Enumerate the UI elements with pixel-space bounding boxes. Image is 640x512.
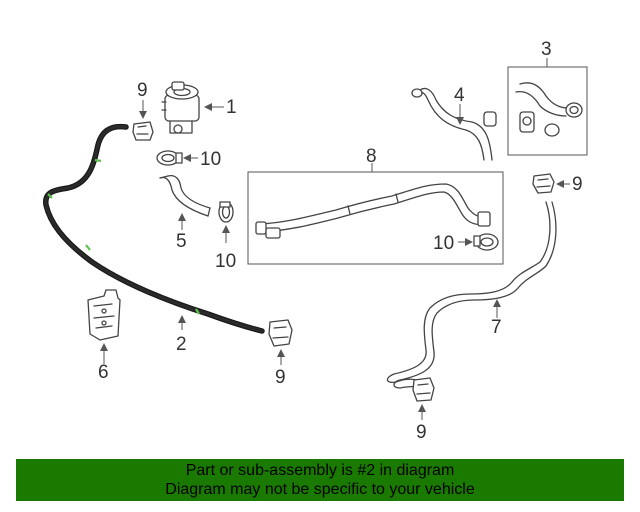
footer-banner: Part or sub-assembly is #2 in diagram Di… — [16, 459, 624, 501]
part-1-pump[interactable] — [161, 81, 200, 134]
callout-10-a: 10 — [200, 149, 221, 170]
callout-9-d: 9 — [416, 422, 427, 443]
part-10-clamp-b[interactable] — [218, 201, 234, 223]
part-10-clamp-a[interactable] — [156, 150, 183, 166]
part-7-tube[interactable] — [386, 201, 557, 391]
part-4-hose[interactable] — [411, 87, 497, 161]
part-6-bracket[interactable] — [87, 289, 121, 341]
callout-5: 5 — [176, 231, 187, 252]
callout-10-b: 10 — [215, 251, 236, 272]
part-8-box — [247, 171, 504, 265]
callout-6: 6 — [98, 362, 109, 383]
part-5-hose[interactable] — [159, 174, 211, 217]
part-9-clamp-d[interactable] — [412, 377, 435, 402]
part-10-clamp-c[interactable] — [473, 233, 499, 251]
part-3-hose-assembly[interactable] — [515, 82, 583, 137]
callout-8: 8 — [366, 146, 377, 167]
footer-banner-bg — [16, 459, 624, 501]
part-8-hose[interactable] — [255, 183, 491, 239]
callout-7: 7 — [491, 317, 502, 338]
hose-green-marks — [47, 158, 200, 315]
part-9-clamp-b[interactable] — [268, 319, 293, 347]
callout-3: 3 — [541, 39, 552, 60]
banner-line-2: Diagram may not be specific to your vehi… — [165, 481, 475, 498]
callout-9-a: 9 — [137, 80, 148, 101]
callout-10-c: 10 — [433, 233, 454, 254]
callout-4: 4 — [454, 85, 465, 106]
part-9-clamp-a[interactable] — [132, 121, 154, 141]
callout-2: 2 — [176, 334, 187, 355]
part-9-clamp-c[interactable] — [532, 173, 555, 194]
hose-part-2[interactable] — [43, 123, 265, 334]
callout-9-c: 9 — [572, 174, 583, 195]
callout-9-b: 9 — [275, 367, 286, 388]
callout-1: 1 — [226, 97, 237, 118]
banner-line-1: Part or sub-assembly is #2 in diagram — [185, 462, 455, 479]
